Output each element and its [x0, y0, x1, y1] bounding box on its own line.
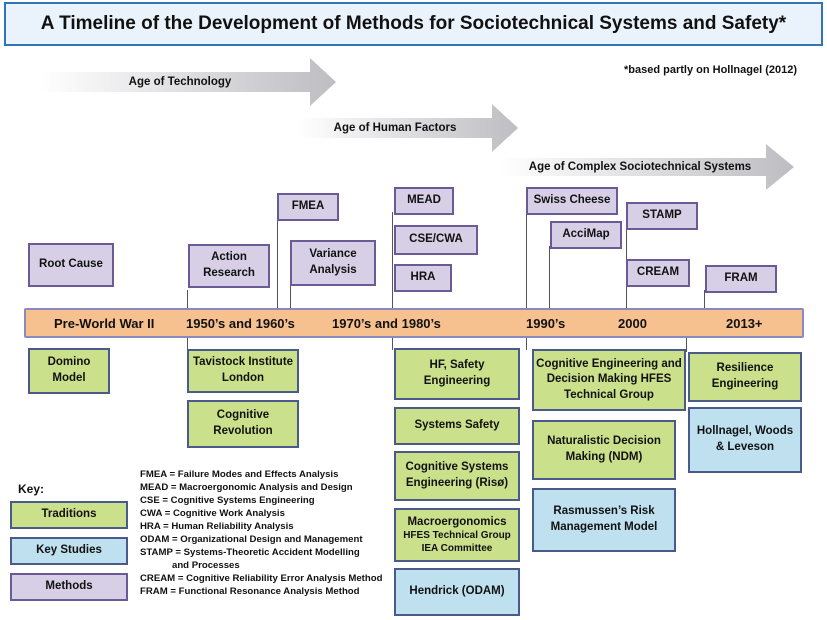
timeline-bar — [24, 308, 804, 338]
macroergonomics-subtitle: HFES Technical Group — [403, 530, 511, 542]
page-title: A Timeline of the Development of Methods… — [4, 2, 823, 46]
method-action-research: Action Research — [188, 244, 270, 288]
study-rasmussen: Rasmussen’s Risk Management Model — [532, 488, 676, 552]
abbreviation-item: CREAM = Cognitive Reliability Error Anal… — [140, 573, 383, 584]
abbreviation-item: ODAM = Organizational Design and Managem… — [140, 534, 363, 545]
tradition-resilience-engineering: Resilience Engineering — [688, 352, 802, 402]
era-2013: 2013+ — [726, 316, 763, 331]
key-label: Key: — [18, 482, 45, 496]
method-fmea: FMEA — [277, 193, 339, 221]
method-accimap: AcciMap — [550, 221, 622, 249]
abbreviation-item: CSE = Cognitive Systems Engineering — [140, 495, 315, 506]
method-fram: FRAM — [705, 265, 777, 293]
study-hendrick-odam: Hendrick (ODAM) — [394, 568, 520, 616]
tradition-tavistock: Tavistock Institute London — [187, 349, 299, 393]
era-1970s-1980s: 1970’s and 1980’s — [332, 316, 441, 331]
footnote: *based partly on Hollnagel (2012) — [624, 64, 797, 76]
method-hra: HRA — [394, 264, 452, 292]
era-1950s-1960s: 1950’s and 1960’s — [186, 316, 295, 331]
macroergonomics-subtitle: IEA Committee — [421, 542, 493, 554]
connector-line — [686, 338, 687, 352]
macroergonomics-title: Macroergonomics — [407, 515, 507, 528]
era-1990s: 1990’s — [526, 316, 566, 331]
method-variance-analysis: Variance Analysis — [290, 240, 376, 286]
method-swiss-cheese: Swiss Cheese — [526, 187, 618, 215]
connector-line — [549, 246, 550, 308]
method-root-cause: Root Cause — [28, 243, 114, 287]
age-complex-arrow — [500, 144, 794, 190]
method-cream: CREAM — [626, 259, 690, 287]
abbreviation-item: STAMP = Systems-Theoretic Accident Model… — [140, 547, 360, 558]
method-stamp: STAMP — [626, 202, 698, 230]
study-hollnagel-woods-leveson: Hollnagel, Woods & Leveson — [688, 407, 802, 473]
key-methods: Methods — [10, 573, 128, 601]
abbreviation-list: FMEA = Failure Modes and Effects Analysi… — [140, 468, 382, 598]
era-pre-ww2: Pre-World War II — [54, 316, 155, 331]
tradition-cse-riso: Cognitive Systems Engineering (Risø) — [394, 451, 520, 501]
tradition-domino-model: Domino Model — [28, 348, 110, 394]
tradition-macroergonomics: Macroergonomics HFES Technical Group IEA… — [394, 508, 520, 562]
tradition-ndm: Naturalistic Decision Making (NDM) — [532, 420, 676, 480]
tradition-hf-safety: HF, Safety Engineering — [394, 348, 520, 400]
method-mead: MEAD — [394, 187, 454, 215]
age-human-factors-arrow — [298, 104, 518, 152]
abbreviation-item: FRAM = Functional Resonance Analysis Met… — [140, 586, 360, 597]
abbreviation-item: FMEA = Failure Modes and Effects Analysi… — [140, 469, 339, 480]
connector-line — [392, 212, 393, 350]
connector-line — [277, 218, 278, 308]
age-human-factors-label: Age of Human Factors — [333, 122, 457, 134]
age-complex-label: Age of Complex Sociotechnical Systems — [528, 161, 752, 173]
connector-line — [526, 212, 527, 350]
abbreviation-item: HRA = Human Reliability Analysis — [140, 521, 294, 532]
tradition-ced-hfes: Cognitive Engineering and Decision Makin… — [532, 349, 686, 411]
abbreviation-item: CWA = Cognitive Work Analysis — [140, 508, 285, 519]
era-2000: 2000 — [618, 316, 647, 331]
key-studies: Key Studies — [10, 537, 128, 565]
connector-line — [290, 285, 291, 308]
tradition-cognitive-revolution: Cognitive Revolution — [187, 400, 299, 448]
key-traditions: Traditions — [10, 501, 128, 529]
method-cse-cwa: CSE/CWA — [394, 225, 478, 255]
connector-line — [704, 290, 705, 308]
age-arrows — [40, 58, 794, 190]
abbreviation-item: and Processes — [140, 560, 240, 571]
age-technology-label: Age of Technology — [128, 76, 232, 88]
age-technology-arrow — [40, 58, 336, 106]
tradition-systems-safety: Systems Safety — [394, 407, 520, 445]
abbreviation-item: MEAD = Macroergonomic Analysis and Desig… — [140, 482, 353, 493]
